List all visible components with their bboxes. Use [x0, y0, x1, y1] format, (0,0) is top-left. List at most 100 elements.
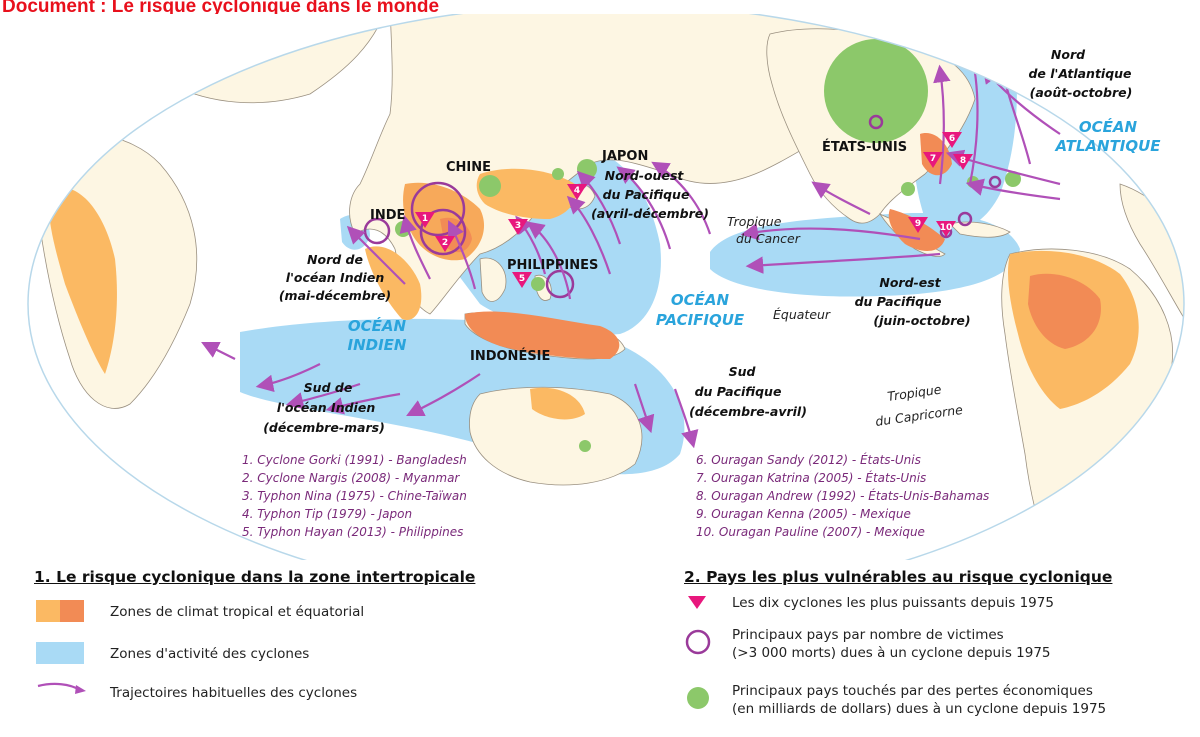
victims-circle-legend-icon — [685, 629, 711, 655]
loss-circle-caribbean — [1005, 171, 1021, 187]
legend-losses-line1: Principaux pays touchés par des pertes é… — [732, 683, 1093, 699]
cyclone-list-item-9: 9. Ouragan Kenna (2005) - Mexique — [696, 507, 911, 521]
tropical-swatch — [36, 600, 84, 622]
cyclone-list-item-7: 7. Ouragan Katrina (2005) - États-Unis — [696, 470, 926, 485]
loss-circle-japan — [577, 159, 597, 179]
loss-circle-philippines — [531, 277, 545, 291]
zone-nord-ouest-pacifique-line1: Nord-ouest — [605, 168, 685, 183]
country-label-philippines: PHILIPPINES — [507, 258, 598, 273]
marker-9 — [908, 217, 928, 233]
zone-nord-est-pacifique-line3: (juin-octobre) — [873, 313, 970, 328]
equateur-label: Équateur — [773, 307, 831, 322]
legend-losses-line2: (en milliards de dollars) dues à un cycl… — [732, 701, 1107, 717]
tropique-cancer-line2: du Cancer — [736, 231, 801, 246]
zone-sud-indien-line3: (décembre-mars) — [263, 420, 385, 435]
cyclone-list-item-5: 5. Typhon Hayan (2013) - Philippines — [242, 525, 463, 539]
marker-number-1: 1 — [422, 214, 428, 224]
victims-circle-usa — [868, 114, 884, 130]
ocean-indien-line1: OCÉAN — [348, 316, 407, 335]
economic-loss-circles — [395, 39, 1021, 452]
victims-circle-philippines — [545, 269, 575, 299]
document-title: Document : Le risque cyclonique dans le … — [2, 0, 440, 17]
marker-number-9: 9 — [915, 219, 921, 229]
cyclone-list-item-2: 2. Cyclone Nargis (2008) - Myanmar — [242, 471, 460, 485]
zone-nord-atlantique-line3: (août-octobre) — [1030, 85, 1133, 100]
cyclone-list-right: 6. Ouragan Sandy (2012) - États-Unis 7. … — [696, 452, 989, 539]
ocean-atlantique-line2: ATLANTIQUE — [1054, 137, 1161, 155]
cyclone-marker-legend-icon — [688, 596, 706, 609]
ocean-indien-line2: INDIEN — [348, 336, 407, 354]
cyclone-list-item-6: 6. Ouragan Sandy (2012) - États-Unis — [696, 452, 921, 467]
marker-6 — [942, 132, 962, 148]
globe-outline — [27, 14, 1185, 562]
marker-10 — [936, 221, 956, 237]
tropique-cancer-line1: Tropique — [727, 214, 782, 229]
cyclone-list-item-8: 8. Ouragan Andrew (1992) - États-Unis-Ba… — [696, 488, 989, 503]
world-map: 1 2 3 4 5 6 7 8 9 10 INDE CHINE JAPON PH… — [10, 14, 1198, 562]
country-label-japon: JAPON — [601, 149, 648, 164]
ocean-atlantique-line1: OCÉAN — [1079, 117, 1138, 136]
legend-activity-label: Zones d'activité des cyclones — [110, 646, 310, 662]
zone-nord-ouest-pacifique-line3: (avril-décembre) — [591, 206, 709, 221]
marker-4 — [567, 184, 587, 200]
zone-nord-est-pacifique-line2: du Pacifique — [855, 294, 942, 309]
tropical-zones — [48, 133, 1139, 420]
cyclone-list-left: 1. Cyclone Gorki (1991) - Bangladesh 2. … — [242, 453, 467, 539]
ocean-pacifique-line1: OCÉAN — [671, 290, 730, 309]
marker-2 — [435, 236, 455, 252]
zone-nord-indien-line3: (mai-décembre) — [279, 288, 391, 303]
trajectory-arrow-icon — [37, 682, 86, 694]
victims-circles — [363, 114, 1002, 299]
loss-circle-usa — [824, 39, 928, 143]
marker-number-3: 3 — [515, 221, 521, 231]
loss-circle-australia — [579, 440, 591, 452]
marker-7 — [923, 152, 943, 168]
country-label-chine: CHINE — [446, 160, 491, 175]
zone-sud-indien-line1: Sud de — [304, 380, 353, 395]
legend-victims-line2: (>3 000 morts) dues à un cyclone depuis … — [732, 645, 1051, 661]
zone-nord-est-pacifique-line1: Nord-est — [879, 275, 941, 290]
cyclone-markers — [415, 132, 973, 288]
marker-number-2: 2 — [442, 238, 448, 248]
country-label-inde: INDE — [370, 208, 405, 223]
zone-nord-atlantique-line2: de l'Atlantique — [1028, 66, 1131, 81]
zone-sud-pacifique-line1: Sud — [729, 364, 757, 379]
legend-section1-title: 1. Le risque cyclonique dans la zone int… — [34, 568, 476, 586]
country-label-etats-unis: ÉTATS-UNIS — [822, 139, 907, 155]
zone-nord-atlantique-line1: Nord — [1051, 47, 1086, 62]
legend-victims-line1: Principaux pays par nombre de victimes — [732, 627, 1004, 643]
marker-number-6: 6 — [949, 134, 955, 144]
legend-section2-title: 2. Pays les plus vulnérables au risque c… — [684, 568, 1113, 586]
economic-loss-legend-icon — [687, 687, 709, 709]
marker-number-10: 10 — [940, 223, 953, 233]
zone-sud-indien-line2: l'océan Indien — [277, 400, 376, 415]
cyclone-list-item-10: 10. Ouragan Pauline (2007) - Mexique — [696, 525, 925, 539]
cyclone-zone-swatch — [36, 642, 84, 664]
marker-5 — [512, 272, 532, 288]
loss-circle-taiwan — [552, 168, 564, 180]
victims-circle-myanmar — [419, 208, 467, 256]
victims-circle-haiti — [988, 175, 1002, 189]
zone-sud-pacifique-line3: (décembre-avril) — [689, 404, 807, 419]
marker-number-7: 7 — [930, 154, 936, 164]
cyclone-list-item-3: 3. Typhon Nina (1975) - Chine-Taïwan — [242, 489, 467, 503]
marker-number-4: 4 — [574, 186, 580, 196]
ocean-pacifique-line2: PACIFIQUE — [656, 311, 745, 329]
cyclone-list-item-1: 1. Cyclone Gorki (1991) - Bangladesh — [242, 453, 467, 467]
country-label-indonesie: INDONÉSIE — [470, 348, 550, 364]
zone-nord-indien-line1: Nord de — [307, 252, 363, 267]
country-labels: INDE CHINE JAPON PHILIPPINES INDONÉSIE É… — [370, 139, 907, 364]
cyclone-list-item-4: 4. Typhon Tip (1979) - Japon — [242, 507, 412, 521]
marker-3 — [508, 219, 528, 235]
zone-nord-indien-line2: l'océan Indien — [286, 270, 385, 285]
legend-powerful-label: Les dix cyclones les plus puissants depu… — [732, 595, 1054, 611]
marker-number-8: 8 — [960, 156, 966, 166]
loss-circle-china — [479, 175, 501, 197]
marker-number-5: 5 — [519, 274, 525, 284]
victims-circle-honduras — [957, 211, 973, 227]
zone-sud-pacifique-line2: du Pacifique — [695, 384, 782, 399]
victims-circle-bangladesh — [410, 181, 466, 237]
ocean-labels: OCÉAN INDIEN OCÉAN PACIFIQUE OCÉAN ATLAN… — [348, 117, 1162, 354]
marker-1 — [415, 212, 435, 228]
legend: 1. Le risque cyclonique dans la zone int… — [10, 560, 1198, 737]
